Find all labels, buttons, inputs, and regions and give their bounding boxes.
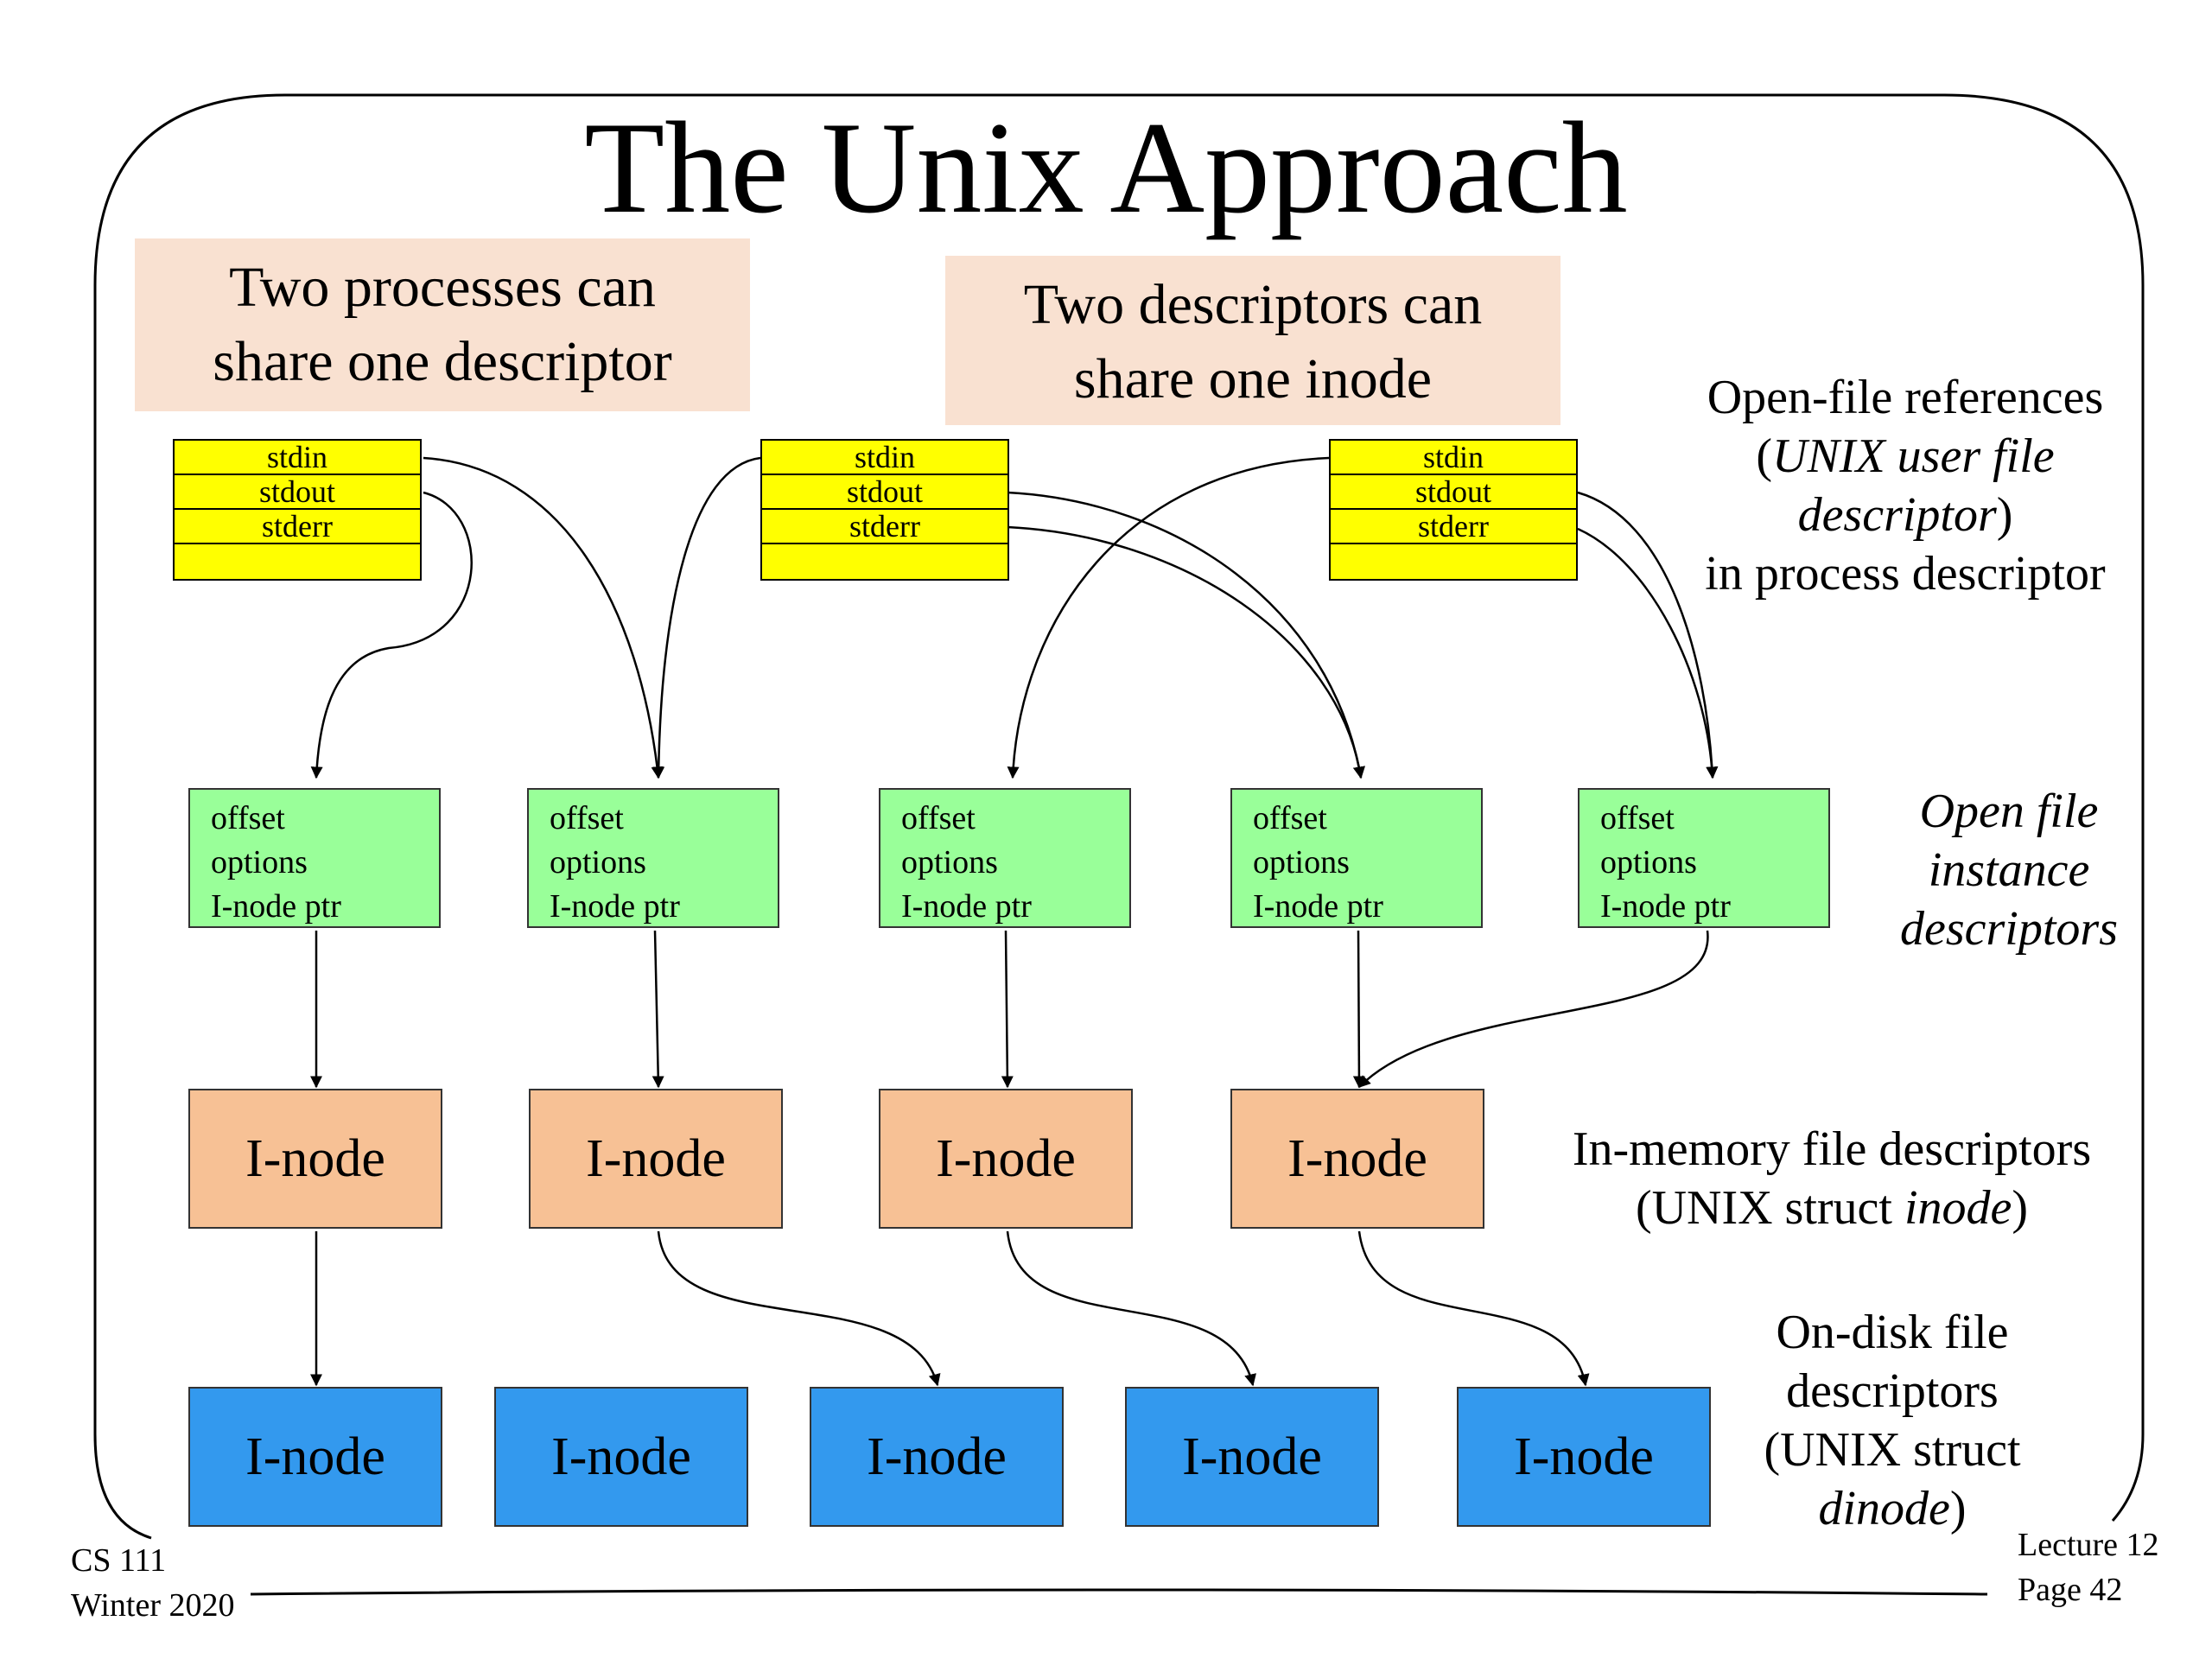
ofi-field-offset: offset	[1600, 800, 1675, 836]
callout-line: share one inode	[1073, 347, 1433, 410]
ofi-field-options: options	[901, 844, 998, 880]
fd-table-process-1: stdin stdout stderr	[173, 439, 422, 581]
callout-line: Two descriptors can	[1023, 273, 1483, 336]
fd-row-stdout: stdout	[173, 474, 422, 508]
fd-row-stderr: stderr	[760, 508, 1009, 543]
label-line: descriptors	[1900, 902, 2118, 956]
fd-table-process-2: stdin stdout stderr	[760, 439, 1009, 581]
arrow-p3-stderr	[1577, 527, 1719, 779]
ofi-field-inode-ptr: I-node ptr	[1600, 888, 1731, 925]
label-line: descriptors	[1786, 1364, 1999, 1418]
arrow-inode2-disk3	[657, 1230, 941, 1387]
ofi-field-options: options	[1253, 844, 1350, 880]
label-line: Open file	[1919, 785, 2099, 838]
arrow-inode3-disk4	[1006, 1230, 1256, 1387]
open-file-instance-2: offset options I-node ptr	[527, 788, 779, 928]
inmemory-inode-3: I-node	[879, 1089, 1133, 1229]
inmemory-inode-2: I-node	[529, 1089, 783, 1229]
arrow-p2-stderr	[1007, 525, 1365, 779]
ofi-field-options: options	[550, 844, 646, 880]
footer-term: Winter 2020	[71, 1587, 235, 1624]
label-italic: UNIX user file	[1772, 429, 2055, 483]
arrow-p2-stdin	[652, 456, 761, 779]
label-line: (UNIX user file	[1756, 429, 2055, 483]
ondisk-inode-4: I-node	[1125, 1387, 1379, 1527]
ofi-field-inode-ptr: I-node ptr	[211, 888, 341, 925]
fd-row-stdout: stdout	[760, 474, 1009, 508]
open-file-instance-4: offset options I-node ptr	[1230, 788, 1483, 928]
arrow-ofi4-inode4	[1352, 930, 1365, 1089]
footer-course: CS 111	[71, 1542, 167, 1579]
slide-title: The Unix Approach	[584, 95, 1628, 240]
callout-shared-descriptor: Two processes can share one descriptor	[135, 238, 750, 411]
fd-row-empty	[760, 543, 1009, 581]
label-line: dinode)	[1818, 1482, 1967, 1535]
label-line: instance	[1928, 843, 2090, 897]
ofi-field-offset: offset	[901, 800, 976, 836]
open-file-instance-1: offset options I-node ptr	[188, 788, 441, 928]
ofi-field-offset: offset	[550, 800, 624, 836]
footer-course-info: CS 111 Winter 2020	[71, 1538, 347, 1628]
callout-line: share one descriptor	[213, 330, 672, 393]
footer-line	[250, 1588, 1988, 1596]
arrow-inode4-disk5	[1357, 1230, 1590, 1387]
fd-row-stdin: stdin	[173, 439, 422, 474]
footer-page: Page 42	[2018, 1572, 2123, 1608]
fd-row-empty	[173, 543, 422, 581]
footer-lecture: Lecture 12	[2018, 1527, 2159, 1563]
slide-frame	[93, 93, 2145, 1540]
arrow-ofi3-inode3	[1001, 930, 1014, 1089]
ondisk-inode-1: I-node	[188, 1387, 442, 1527]
fd-row-empty	[1329, 543, 1578, 581]
label-line: On-disk file	[1776, 1306, 2009, 1359]
label-open-file-references: Open-file references (UNIX user file des…	[1659, 368, 2152, 603]
fd-row-stdin: stdin	[760, 439, 1009, 474]
open-file-instance-3: offset options I-node ptr	[879, 788, 1131, 928]
arrow-p3-stdin	[1007, 456, 1330, 779]
label-line: (UNIX struct inode)	[1635, 1181, 2029, 1235]
open-file-instance-5: offset options I-node ptr	[1578, 788, 1830, 928]
fd-table-process-3: stdin stdout stderr	[1329, 439, 1578, 581]
ofi-field-offset: offset	[1253, 800, 1327, 836]
arrow-p2-stdout	[1007, 491, 1365, 779]
label-ondisk-file-descriptors: On-disk file descriptors (UNIX struct di…	[1711, 1303, 2074, 1538]
footer-lecture-info: Lecture 12 Page 42	[2018, 1522, 2208, 1612]
fd-row-stdout: stdout	[1329, 474, 1578, 508]
label-line: in process descriptor	[1705, 547, 2106, 601]
ondisk-inode-5: I-node	[1457, 1387, 1711, 1527]
label-line: (UNIX struct	[1764, 1423, 2021, 1477]
ofi-field-inode-ptr: I-node ptr	[550, 888, 680, 925]
ofi-field-offset: offset	[211, 800, 285, 836]
arrow-ofi2-inode2	[652, 930, 664, 1089]
inmemory-inode-4: I-node	[1230, 1089, 1484, 1229]
arrow-ofi5-inode4	[1358, 930, 1709, 1088]
arrow-p1-stdin	[423, 456, 664, 779]
ofi-field-options: options	[1600, 844, 1697, 880]
ondisk-inode-2: I-node	[494, 1387, 748, 1527]
callout-shared-inode: Two descriptors can share one inode	[945, 256, 1560, 425]
label-line: In-memory file descriptors	[1572, 1122, 2092, 1176]
callout-line: Two processes can	[229, 256, 656, 319]
label-inmemory-file-descriptors: In-memory file descriptors (UNIX struct …	[1538, 1120, 2126, 1237]
label-italic: descriptor	[1797, 488, 1997, 542]
fd-row-stdin: stdin	[1329, 439, 1578, 474]
arrow-p3-stdout	[1577, 491, 1719, 779]
inmemory-inode-1: I-node	[188, 1089, 442, 1229]
ofi-field-options: options	[211, 844, 308, 880]
label-italic: inode	[1904, 1181, 2012, 1235]
fd-row-stderr: stderr	[173, 508, 422, 543]
fd-row-stderr: stderr	[1329, 508, 1578, 543]
ondisk-inode-3: I-node	[810, 1387, 1064, 1527]
label-line: Open-file references	[1707, 371, 2104, 424]
label-line: descriptor)	[1797, 488, 2013, 542]
label-open-file-instance-descriptors: Open file instance descriptors	[1866, 782, 2152, 958]
arrow-p1-stdout	[310, 491, 473, 779]
label-italic: dinode	[1818, 1482, 1950, 1535]
ofi-field-inode-ptr: I-node ptr	[1253, 888, 1383, 925]
ofi-field-inode-ptr: I-node ptr	[901, 888, 1032, 925]
